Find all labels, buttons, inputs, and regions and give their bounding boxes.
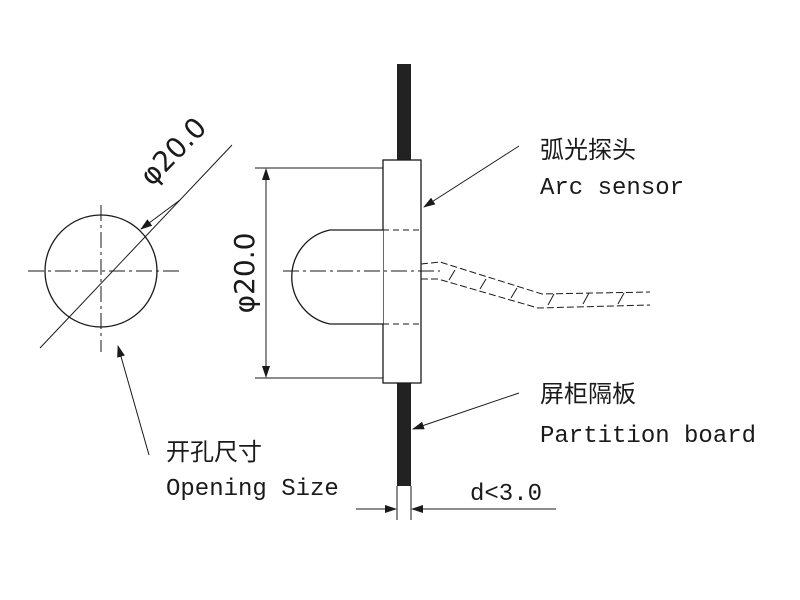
opening-diameter-arrow (140, 199, 181, 230)
opening-leader-line (117, 345, 150, 456)
opening-dimension-label: φ20.0 (133, 111, 213, 192)
cable-upper-edge (420, 261, 651, 295)
arc-sensor-body (283, 159, 440, 384)
sensor-label-en: Arc sensor (540, 175, 684, 202)
board-leader-line (412, 392, 520, 430)
sensor-cable (420, 261, 651, 309)
sensor-label-cn: 弧光探头 (540, 136, 636, 164)
sensor-dome (291, 229, 383, 325)
opening-view (28, 144, 233, 456)
board-label-en: Partition board (540, 423, 756, 450)
sensor-dimension-label: φ20.0 (228, 233, 261, 314)
opening-diameter-line (39, 144, 233, 349)
partition-board (396, 64, 412, 520)
cable-hatching (448, 269, 625, 306)
opening-label-en: Opening Size (166, 476, 339, 503)
sensor-dimension (255, 167, 383, 379)
board-lower-segment (397, 378, 411, 486)
thickness-label: d<3.0 (470, 481, 542, 508)
cable-lower-edge (421, 278, 651, 309)
opening-label-cn: 开孔尺寸 (166, 438, 262, 466)
board-label-cn: 屏柜隔板 (540, 380, 636, 408)
sensor-leader-line (423, 145, 520, 208)
board-upper-segment (397, 64, 411, 170)
